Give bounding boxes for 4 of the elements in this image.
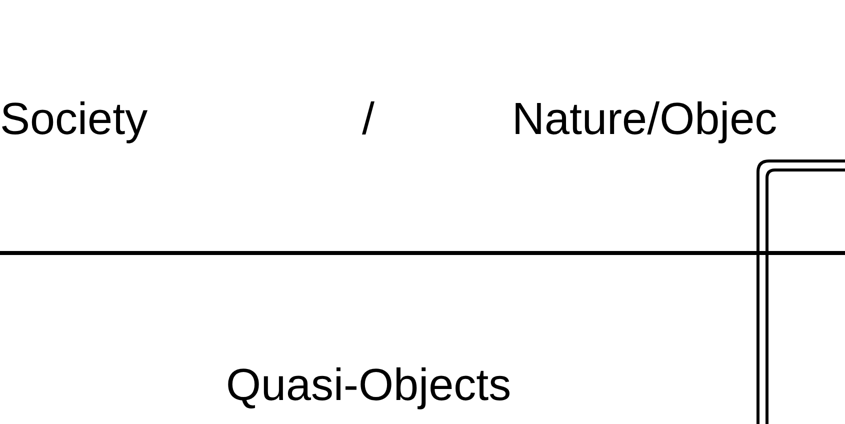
heading-text: Society — [0, 96, 148, 141]
heading-text: Quasi-Objects — [226, 362, 512, 407]
heading-text: Nature/Objec — [512, 96, 778, 141]
separator-text: / — [362, 96, 375, 141]
